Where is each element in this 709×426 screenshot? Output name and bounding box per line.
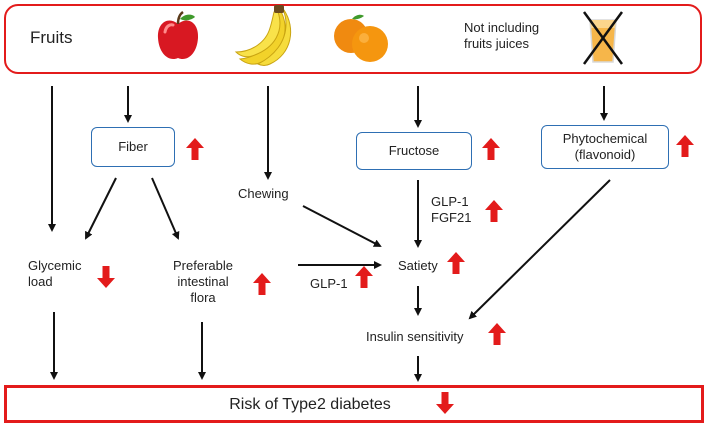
satiety-up-arrow-icon — [447, 252, 465, 274]
phytochemical-box: Phytochemical (flavonoid) — [541, 125, 669, 169]
satiety-label: Satiety — [398, 258, 438, 273]
fructose-up-arrow-icon — [482, 138, 500, 160]
glp1-fgf21-up-arrow-icon — [485, 200, 503, 222]
arrow-fiber-to-glycemic — [85, 177, 117, 240]
arrow-chewing-to-satiety — [302, 205, 382, 247]
orange-icon — [334, 14, 388, 62]
risk-down-arrow-icon — [436, 392, 454, 414]
exclusion-note: Not including fruits juices — [464, 20, 540, 51]
fruits-label: Fruits — [30, 28, 73, 47]
fiber-box: Fiber — [91, 127, 175, 167]
crossed-juice-icon — [582, 11, 624, 65]
chewing-label: Chewing — [238, 186, 289, 201]
glycemic-load-label: Glycemic load — [28, 258, 82, 289]
intestinal-flora-label: Preferable intestinal flora — [173, 258, 233, 305]
fruits-panel — [4, 4, 702, 74]
outcome-label: Risk of Type2 diabetes — [229, 396, 391, 413]
banana-icon — [234, 5, 292, 66]
fructose-box: Fructose — [356, 132, 472, 170]
insulin-sensitivity-up-arrow-icon — [488, 323, 506, 345]
insulin-sensitivity-label: Insulin sensitivity — [366, 329, 464, 344]
arrow-phytochemical-to-insulin — [468, 179, 611, 320]
glp1-label: GLP-1 — [310, 276, 348, 291]
intestinal-flora-up-arrow-icon — [253, 273, 271, 295]
apple-icon — [157, 10, 199, 60]
glp1-up-arrow-icon — [355, 266, 373, 288]
fiber-up-arrow-icon — [186, 138, 204, 160]
glycemic-load-down-arrow-icon — [97, 266, 115, 288]
glp1-fgf21-label: GLP-1 FGF21 — [431, 194, 472, 225]
phytochemical-up-arrow-icon — [676, 135, 694, 157]
arrow-fiber-to-flora — [151, 177, 180, 240]
outcome-panel — [4, 385, 704, 423]
